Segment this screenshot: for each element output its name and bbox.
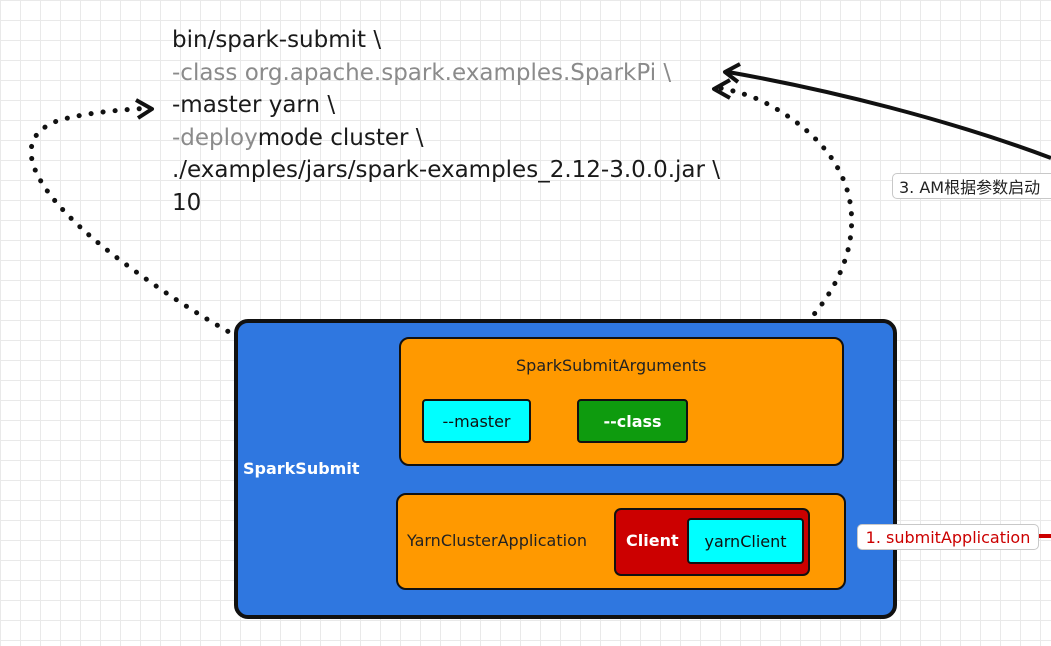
command-line-2: -class org.apache.spark.examples.SparkPi…: [172, 57, 720, 90]
spark-submit-label: SparkSubmit: [243, 459, 360, 478]
command-deploy-flag: -deploy: [172, 124, 258, 151]
master-arrowhead: [135, 98, 154, 120]
class-arg-node[interactable]: --class: [577, 399, 688, 443]
am-arrowhead: [723, 62, 741, 84]
spark-submit-command: bin/spark-submit \ -class org.apache.spa…: [172, 24, 720, 219]
yarn-cluster-application-label: YarnClusterApplication: [407, 531, 587, 550]
command-line-3: -master yarn \: [172, 92, 336, 118]
command-line-1: bin/spark-submit \: [172, 27, 382, 53]
command-deploy-value: mode cluster \: [257, 124, 424, 151]
master-arg-node[interactable]: --master: [422, 399, 531, 443]
command-line-6: 10: [172, 189, 202, 216]
submit-application-label: 1. submitApplication: [857, 524, 1039, 550]
command-line-5: ./examples/jars/spark-examples_2.12-3.0.…: [172, 157, 721, 183]
spark-submit-arguments-label: SparkSubmitArguments: [516, 356, 707, 375]
am-arrow: [727, 70, 1051, 160]
am-launch-label: 3. AM根据参数启动: [892, 173, 1051, 199]
class-arrowhead: [712, 78, 731, 100]
client-label: Client: [626, 531, 679, 550]
command-line-4: -deploymode cluster \: [172, 122, 720, 155]
command-class-flag: -class: [172, 59, 238, 86]
command-class-value: org.apache.spark.examples.SparkPi \: [237, 59, 672, 86]
yarn-client-node[interactable]: yarnClient: [687, 518, 804, 564]
